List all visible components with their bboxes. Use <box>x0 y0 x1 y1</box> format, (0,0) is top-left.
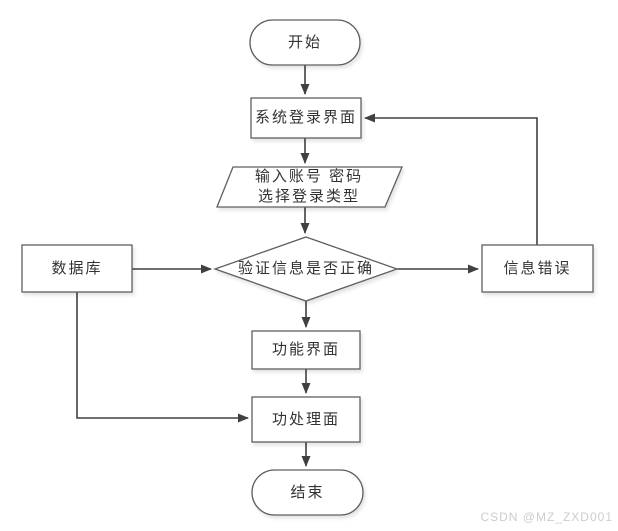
csdn-watermark: CSDN @MZ_ZXD001 <box>480 510 613 524</box>
start-node-shape <box>249 19 361 66</box>
input-node-shape <box>216 166 403 208</box>
verify-node-shape <box>213 236 399 302</box>
nodes-group <box>21 19 594 516</box>
function-node-shape <box>251 330 361 370</box>
end-node-shape <box>251 469 364 516</box>
edge-database-process <box>76 292 249 423</box>
login-node-shape <box>250 97 362 139</box>
database-node-shape <box>21 244 133 293</box>
error-node-shape <box>481 244 594 293</box>
edges-group <box>76 65 538 467</box>
edge-error-login <box>364 113 538 245</box>
process-node-shape <box>251 396 361 443</box>
